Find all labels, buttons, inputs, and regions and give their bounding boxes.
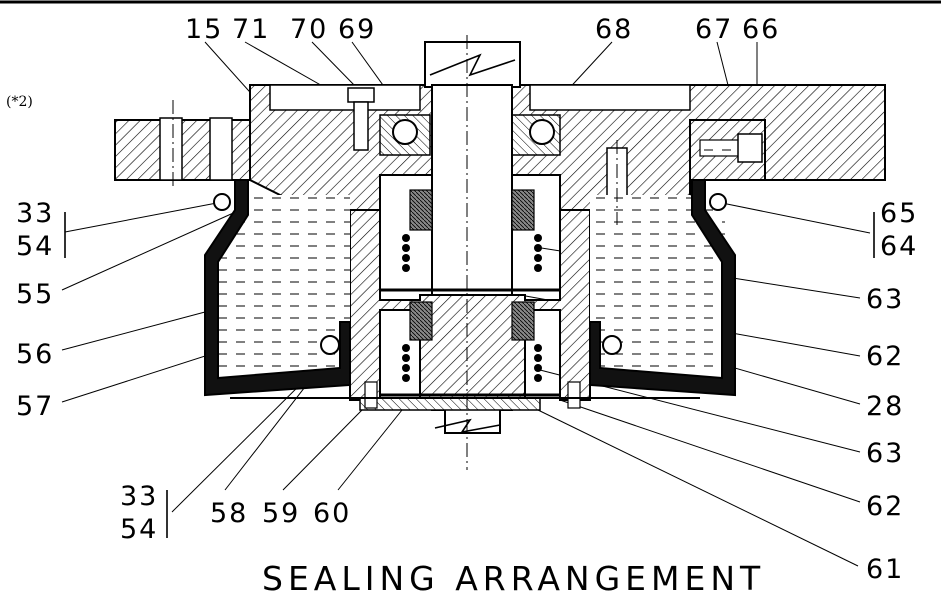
callout-66: 66 — [742, 14, 780, 45]
callout-63-lower: 63 — [866, 438, 904, 469]
drawing-title: SEALING ARRANGEMENT — [262, 559, 765, 598]
reservoir-right — [589, 179, 736, 397]
callout-58: 58 — [210, 498, 248, 529]
callout-61: 61 — [866, 554, 904, 585]
callout-28: 28 — [866, 391, 904, 422]
callout-54-left: 54 — [16, 231, 54, 262]
callout-33-bottom: 33 — [120, 481, 158, 512]
callout-60: 60 — [313, 498, 351, 529]
callout-56: 56 — [16, 339, 54, 370]
callout-62-upper: 62 — [866, 341, 904, 372]
callout-15: 15 — [185, 14, 223, 45]
callout-33-left: 33 — [16, 198, 54, 229]
callout-55: 55 — [16, 279, 54, 310]
seal-housing — [349, 189, 591, 411]
callout-65: 65 — [880, 198, 918, 229]
note-star-2: (*2) — [6, 94, 33, 110]
callout-59: 59 — [262, 498, 300, 529]
callout-57: 57 — [16, 391, 54, 422]
top-flange — [114, 84, 886, 222]
callout-63-upper: 63 — [866, 284, 904, 315]
callout-67: 67 — [695, 14, 733, 45]
callout-62-lower: 62 — [866, 491, 904, 522]
callout-71: 71 — [232, 14, 270, 45]
callout-64: 64 — [880, 231, 918, 262]
callout-68: 68 — [595, 14, 633, 45]
callout-70: 70 — [290, 14, 328, 45]
reservoir-left — [204, 179, 351, 397]
callout-69: 69 — [338, 14, 376, 45]
callout-54-bottom: 54 — [120, 514, 158, 545]
